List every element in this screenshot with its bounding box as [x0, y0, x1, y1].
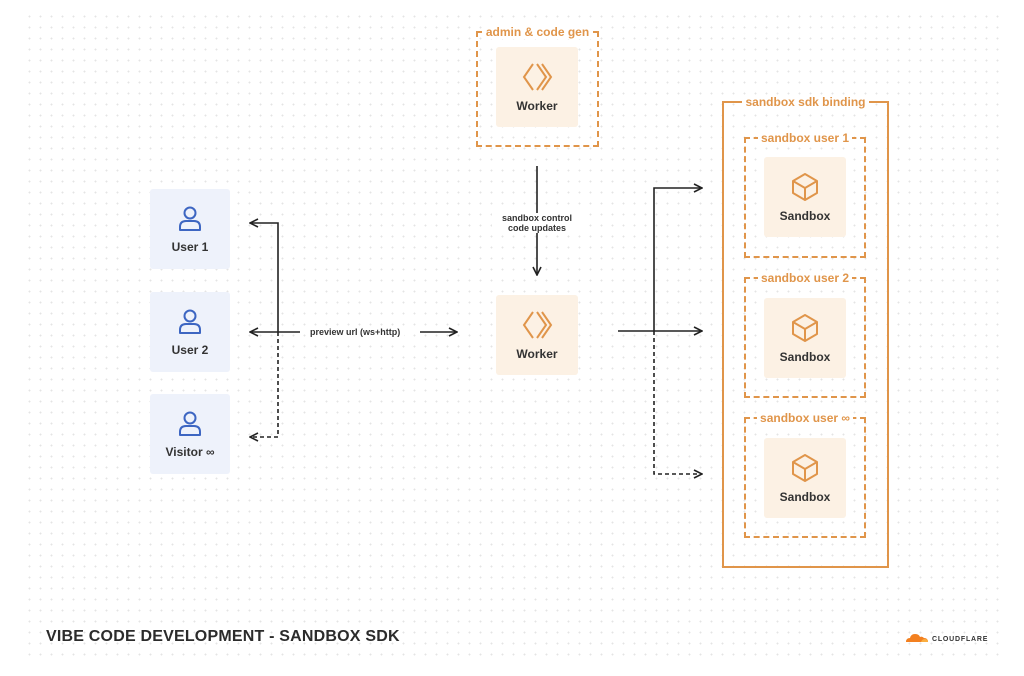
admin-group-label: admin & code gen — [478, 24, 597, 40]
cube-icon — [789, 171, 821, 203]
user-icon — [175, 409, 205, 439]
user-label: User 1 — [171, 240, 209, 254]
brand-name: CLOUDFLARE — [932, 635, 989, 643]
worker-label: Worker — [516, 99, 558, 113]
user-icon — [175, 204, 205, 234]
edge-to-visitor — [250, 332, 279, 437]
edge-label-control: sandbox control code updates — [492, 213, 582, 233]
edge-label-control-line-2: code updates — [507, 223, 566, 233]
sandbox-user-inf-group: sandbox user ∞ — [744, 411, 866, 538]
cloud-icon — [905, 630, 929, 648]
edge-to-user-1 — [250, 223, 279, 332]
brand-logo: CLOUDFLARE — [905, 630, 988, 648]
worker-chevron-icon — [519, 309, 555, 341]
user-icon — [175, 307, 205, 337]
binding-group-label: sandbox sdk binding — [724, 94, 887, 110]
edge-worker-to-sandbox-inf — [653, 331, 702, 474]
visitor-node[interactable]: Visitor ∞ — [150, 394, 230, 474]
edge-worker-to-sandbox-1 — [653, 188, 702, 331]
main-worker-node[interactable]: Worker — [496, 295, 578, 375]
admin-worker-node[interactable]: Worker — [496, 47, 578, 127]
sandbox-node-1[interactable]: Sandbox — [764, 157, 846, 237]
admin-group: admin & code gen — [476, 25, 599, 147]
user-label: User 2 — [171, 343, 209, 357]
user-node-1[interactable]: User 1 — [150, 189, 230, 269]
edge-label-preview: preview url (ws+http) — [306, 327, 405, 337]
sandbox-label: Sandbox — [779, 209, 831, 223]
edge-label-control-line-1: sandbox control — [501, 213, 572, 223]
sandbox-node-inf[interactable]: Sandbox — [764, 438, 846, 518]
sandbox-label: Sandbox — [779, 350, 831, 364]
sandbox-node-2[interactable]: Sandbox — [764, 298, 846, 378]
diagram-title: VIBE CODE DEVELOPMENT - SANDBOX SDK — [46, 628, 400, 645]
sandbox-user-1-group: sandbox user 1 — [744, 131, 866, 258]
sandbox-label: Sandbox — [779, 490, 831, 504]
user-node-2[interactable]: User 2 — [150, 292, 230, 372]
sandbox-group-label: sandbox user 1 — [746, 130, 864, 146]
sandbox-user-2-group: sandbox user 2 — [744, 271, 866, 398]
sandbox-sdk-binding-group: sandbox sdk binding — [722, 95, 889, 568]
worker-label: Worker — [516, 347, 558, 361]
user-label: Visitor ∞ — [165, 445, 215, 459]
cube-icon — [789, 312, 821, 344]
worker-chevron-icon — [519, 61, 555, 93]
sandbox-group-label: sandbox user 2 — [746, 270, 864, 286]
sandbox-group-label: sandbox user ∞ — [746, 410, 864, 426]
cube-icon — [789, 452, 821, 484]
